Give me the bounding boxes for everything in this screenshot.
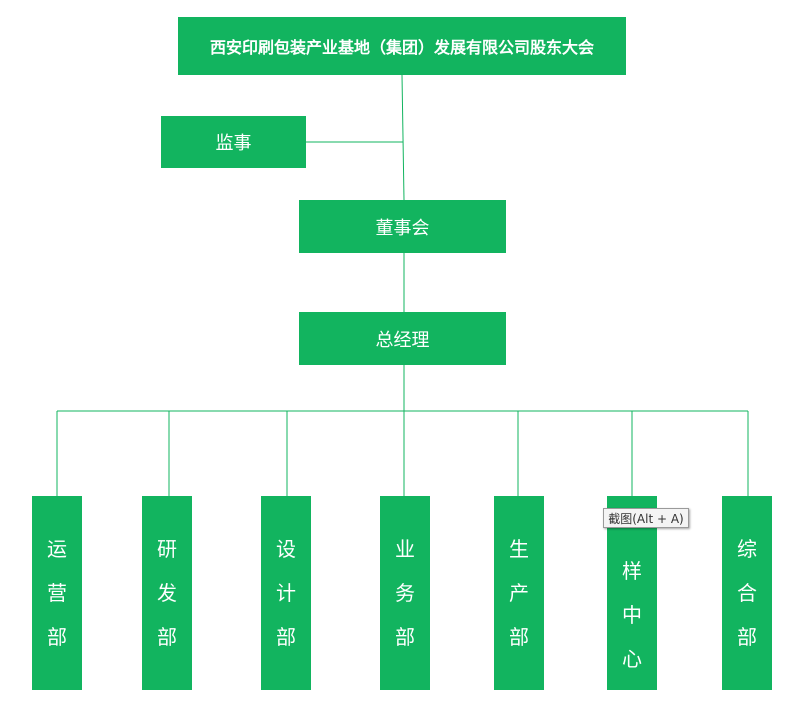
board-label: 董事会 <box>375 217 430 239</box>
dept-general-affairs-box: 综 合 部 <box>722 496 772 690</box>
dept-business-box: 业 务 部 <box>380 496 430 690</box>
dept-char: 产 <box>509 581 529 605</box>
dept-char: 部 <box>47 625 67 649</box>
dept-char: 生 <box>509 537 529 561</box>
dept-char: 综 <box>737 537 757 561</box>
dept-char: 中 <box>622 603 642 627</box>
dept-char: 设 <box>276 537 296 561</box>
dept-char: 部 <box>276 625 296 649</box>
dept-char: 计 <box>276 581 296 605</box>
dept-char: 心 <box>622 647 642 671</box>
dept-char: 部 <box>157 625 177 649</box>
dept-operations-box: 运 营 部 <box>32 496 82 690</box>
dept-char: 合 <box>737 581 757 605</box>
screenshot-tooltip: 截图(Alt + A) <box>603 508 689 528</box>
dept-design-box: 设 计 部 <box>261 496 311 690</box>
tooltip-text: 截图(Alt + A) <box>608 511 684 526</box>
dept-char: 发 <box>157 581 177 605</box>
dept-rnd-box: 研 发 部 <box>142 496 192 690</box>
dept-char: 业 <box>395 537 415 561</box>
dept-production-box: 生 产 部 <box>494 496 544 690</box>
board-box: 董事会 <box>299 200 506 253</box>
dept-char: 样 <box>622 559 642 583</box>
supervisor-label: 监事 <box>215 133 252 154</box>
dept-char: 部 <box>737 625 757 649</box>
dept-char: 运 <box>47 537 67 561</box>
dept-char: 营 <box>47 581 67 605</box>
dept-sample-center-box: 样 中 心 <box>607 496 657 690</box>
general-manager-box: 总经理 <box>299 312 506 365</box>
dept-char: 部 <box>509 625 529 649</box>
shareholders-meeting-box: 西安印刷包装产业基地（集团）发展有限公司股东大会 <box>178 17 626 75</box>
supervisor-box: 监事 <box>161 116 306 168</box>
general-manager-label: 总经理 <box>375 329 430 351</box>
dept-char: 部 <box>395 625 415 649</box>
dept-char: 务 <box>395 581 415 605</box>
dept-char: 研 <box>157 537 177 561</box>
shareholders-meeting-label: 西安印刷包装产业基地（集团）发展有限公司股东大会 <box>209 38 594 57</box>
